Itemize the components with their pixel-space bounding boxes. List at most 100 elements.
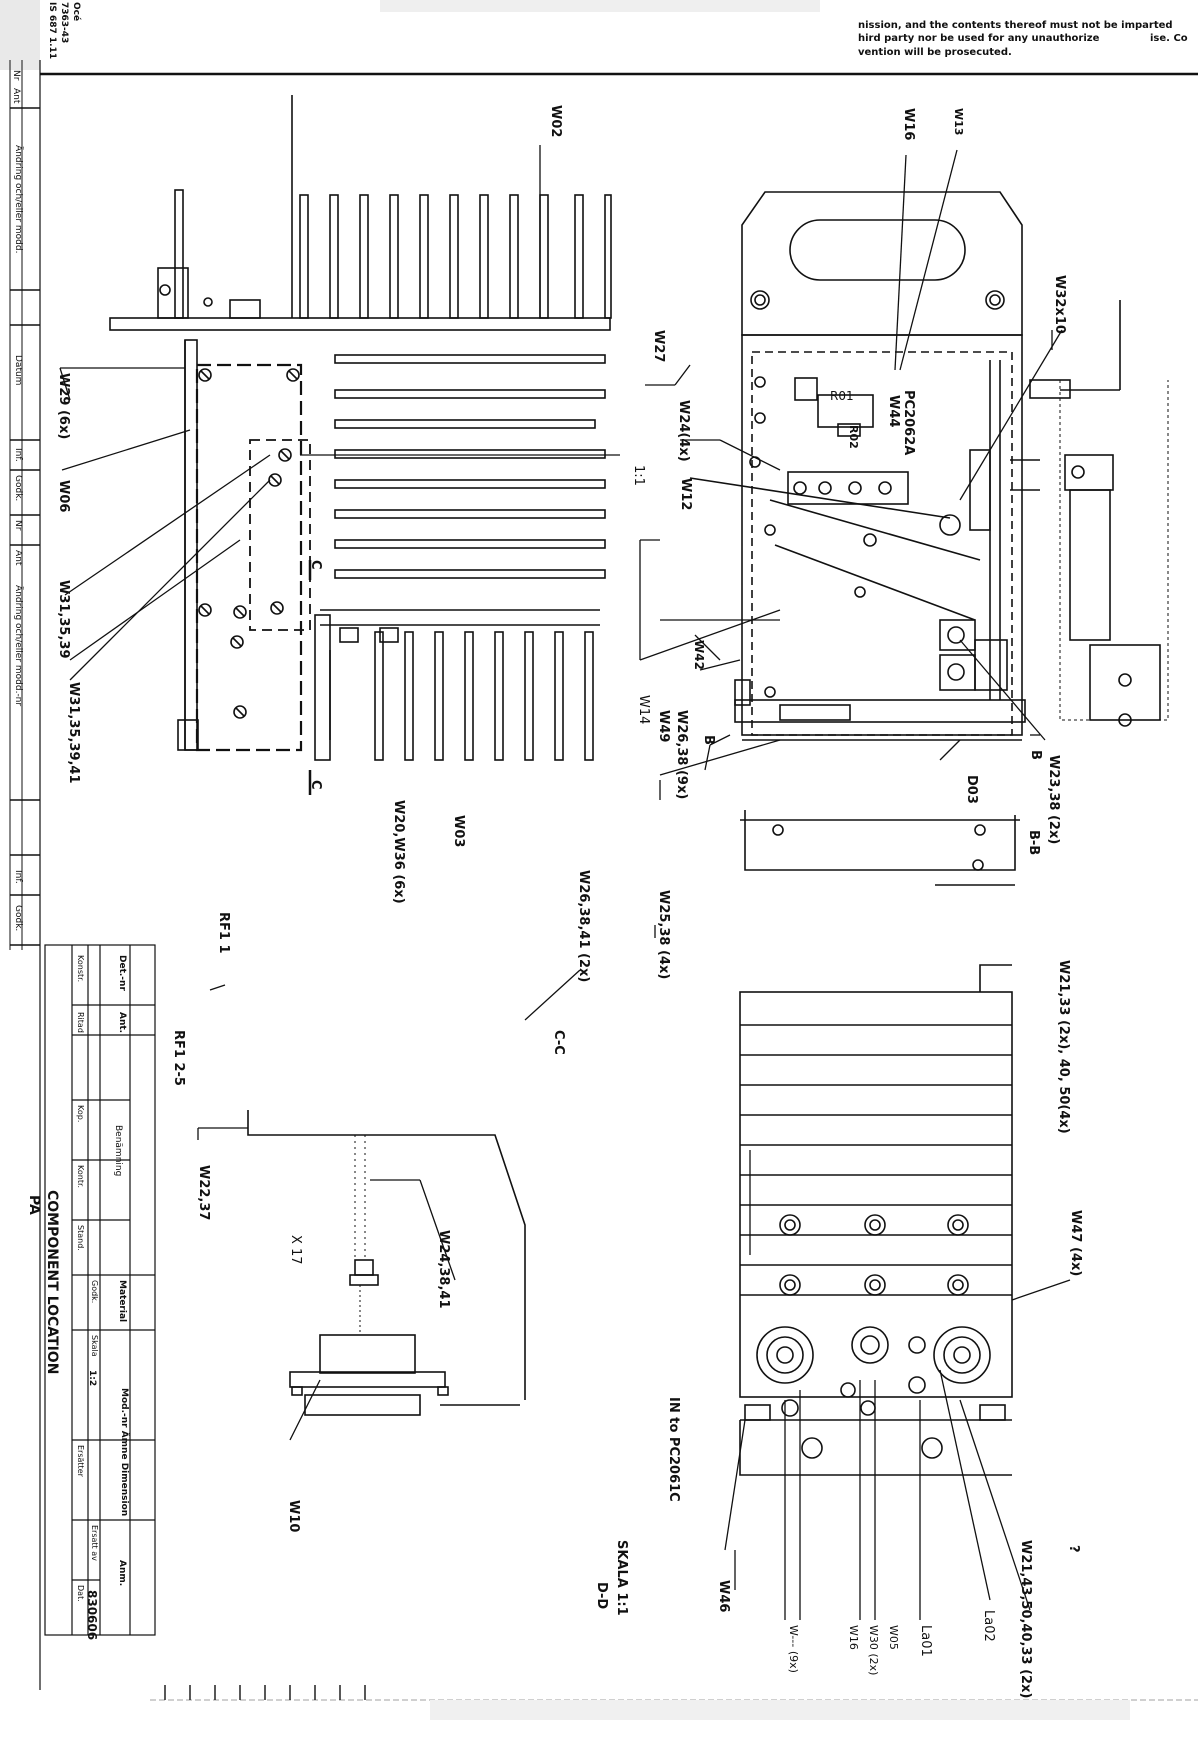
label-w32: W32x10 <box>1052 275 1067 334</box>
tb-anm: Anm. <box>117 1560 127 1586</box>
component-labels: W02 W16 W13 W32x10 W27 W29 (6x) W06 W24(… <box>56 105 1083 1698</box>
label-w42: W42 <box>692 640 706 670</box>
label-w24: W24(4x) <box>676 400 691 462</box>
label-w2538: W25,38 (4x) <box>656 890 671 979</box>
label-w30: W30 (2x) <box>867 1625 880 1675</box>
rev-andring-2: Ändring och/eller modd.-nr <box>13 585 24 706</box>
header-area: Océ 7363-43 IS 687 1.11 nission, and the… <box>0 0 1198 76</box>
tb-kontr: Kontr. <box>76 1165 85 1188</box>
label-w49: W49 <box>656 710 671 742</box>
label-b-b: B-B <box>1026 830 1041 855</box>
tb-dat: Dat. <box>76 1585 85 1602</box>
code-line-2: 7363-43 <box>59 2 69 43</box>
side-detail-view <box>1059 300 1169 727</box>
rev-inf-2: Inf. <box>13 870 23 884</box>
heatsink-bottom-view <box>739 964 1013 1476</box>
label-w263841: W26,38,41 (2x) <box>576 870 591 982</box>
tb-benamning: Benämning <box>113 1125 123 1176</box>
rev-godk-2: Godk. <box>13 905 23 931</box>
label-w2237: W22,37 <box>196 1165 211 1220</box>
notice-line-2: hird party nor be used for any unauthori… <box>858 33 1100 44</box>
tb-stand: Stand. <box>76 1225 85 1251</box>
label-in-pc2061c: IN to PC2061C <box>666 1397 681 1502</box>
pa-housing-top-view <box>689 191 1071 741</box>
section-b-b <box>740 810 1020 886</box>
tb-konstr: Konstr. <box>76 955 85 982</box>
tb-dat-value: 830606 <box>85 1590 99 1640</box>
label-w12: W12 <box>678 478 693 510</box>
tb-ersatter: Ersätter <box>76 1445 85 1478</box>
rev-inf: Inf. <box>13 448 23 462</box>
tb-subtitle: PA <box>26 1195 42 1215</box>
title-block: Det.-nr Ant. Benämning Material Mod.-nr … <box>26 944 156 1640</box>
tb-skala: Skala <box>90 1335 99 1357</box>
label-d03: D03 <box>964 775 979 804</box>
label-scale-1-1: 1:1 <box>631 465 646 486</box>
rev-nr: Nr <box>11 70 21 81</box>
connector-x17-view <box>247 1110 526 1416</box>
label-la01: La01 <box>918 1625 933 1657</box>
code-line-3: IS 687 1.11 <box>47 2 57 59</box>
label-skala: SKALA 1:1 <box>614 1540 629 1616</box>
label-w16-bottom: W16 <box>847 1625 860 1650</box>
rev-godk: Godk. <box>13 475 23 501</box>
label-w2133: W21,33 (2x), 40, 50(4x) <box>1056 960 1071 1134</box>
tb-det-nr: Det.-nr <box>117 955 127 991</box>
heatsink-side-view <box>109 95 612 331</box>
label-w2338: W23,38 (2x) <box>1046 755 1061 844</box>
label-w03: W03 <box>451 815 466 847</box>
rev-datum: Datum <box>13 355 23 385</box>
label-w2638: W26,38 (9x) <box>674 710 689 799</box>
label-w2036: W20,W36 (6x) <box>391 800 406 904</box>
notice-line-3: vention will be prosecuted. <box>858 47 1012 58</box>
notice-line-2b: ise. Co <box>1150 33 1188 44</box>
tb-mod-nr: Mod.-nr Ämne Dimension <box>119 1388 130 1516</box>
rev-ant: Ant <box>11 88 21 104</box>
chassis-mid-view <box>177 339 606 795</box>
label-w47: W47 (4x) <box>1068 1210 1083 1276</box>
label-r01: R01 <box>830 389 854 403</box>
tb-ersatt-av: Ersatt av <box>90 1525 99 1561</box>
label-question: ? <box>1066 1545 1081 1553</box>
label-w46: W46 <box>716 1580 731 1612</box>
tb-kop: Kop. <box>76 1105 85 1122</box>
tb-skala-value: 1:2 <box>87 1370 97 1386</box>
notice-line-1: nission, and the contents thereof must n… <box>858 20 1173 31</box>
label-pc2062a: PC2062A <box>901 390 916 455</box>
tb-ant: Ant. <box>117 1012 127 1033</box>
label-rf1-2-5: RF1 2-5 <box>171 1030 186 1086</box>
label-w27: W27 <box>651 330 666 362</box>
label-w02: W02 <box>548 105 563 137</box>
rev-nr-2: Nr <box>13 520 23 531</box>
label-w10: W10 <box>286 1500 301 1532</box>
label-w29: W29 (6x) <box>56 373 71 439</box>
label-b-left: B <box>701 735 716 745</box>
label-w05: W05 <box>887 1625 900 1650</box>
code-line-1: Océ <box>71 2 82 21</box>
label-c-bottom: C <box>308 780 323 790</box>
label-w-9x: W--- (9x) <box>787 1625 800 1673</box>
label-w06: W06 <box>56 480 71 512</box>
label-b-right: B <box>1028 750 1043 760</box>
label-d-d: D-D <box>594 1582 609 1609</box>
label-w16-top: W16 <box>901 108 916 140</box>
label-w243841: W24,38,41 <box>436 1230 451 1309</box>
label-w44: W44 <box>886 395 901 427</box>
label-w31-b: W31,35,39,41 <box>66 682 81 784</box>
label-w13: W13 <box>952 108 965 135</box>
tb-title: COMPONENT LOCATION <box>44 1190 60 1374</box>
label-c-c: C-C <box>551 1030 566 1055</box>
rev-ant-2: Ant <box>13 550 23 566</box>
leader-lines <box>59 145 1071 1620</box>
rev-andring: Ändring och/eller modd. <box>13 145 24 253</box>
label-w2143: W21,43,50,40,33 (2x) <box>1018 1540 1033 1698</box>
label-w14: W14 <box>636 695 651 724</box>
label-w31-a: W31,35,39 <box>56 580 71 659</box>
bottom-ticks <box>150 1685 1198 1720</box>
label-la02: La02 <box>981 1610 996 1642</box>
label-r02: R02 <box>847 425 860 449</box>
tb-ritad: Ritad <box>76 1012 85 1033</box>
tb-material: Material <box>117 1280 127 1322</box>
label-c-top: C <box>308 560 323 570</box>
